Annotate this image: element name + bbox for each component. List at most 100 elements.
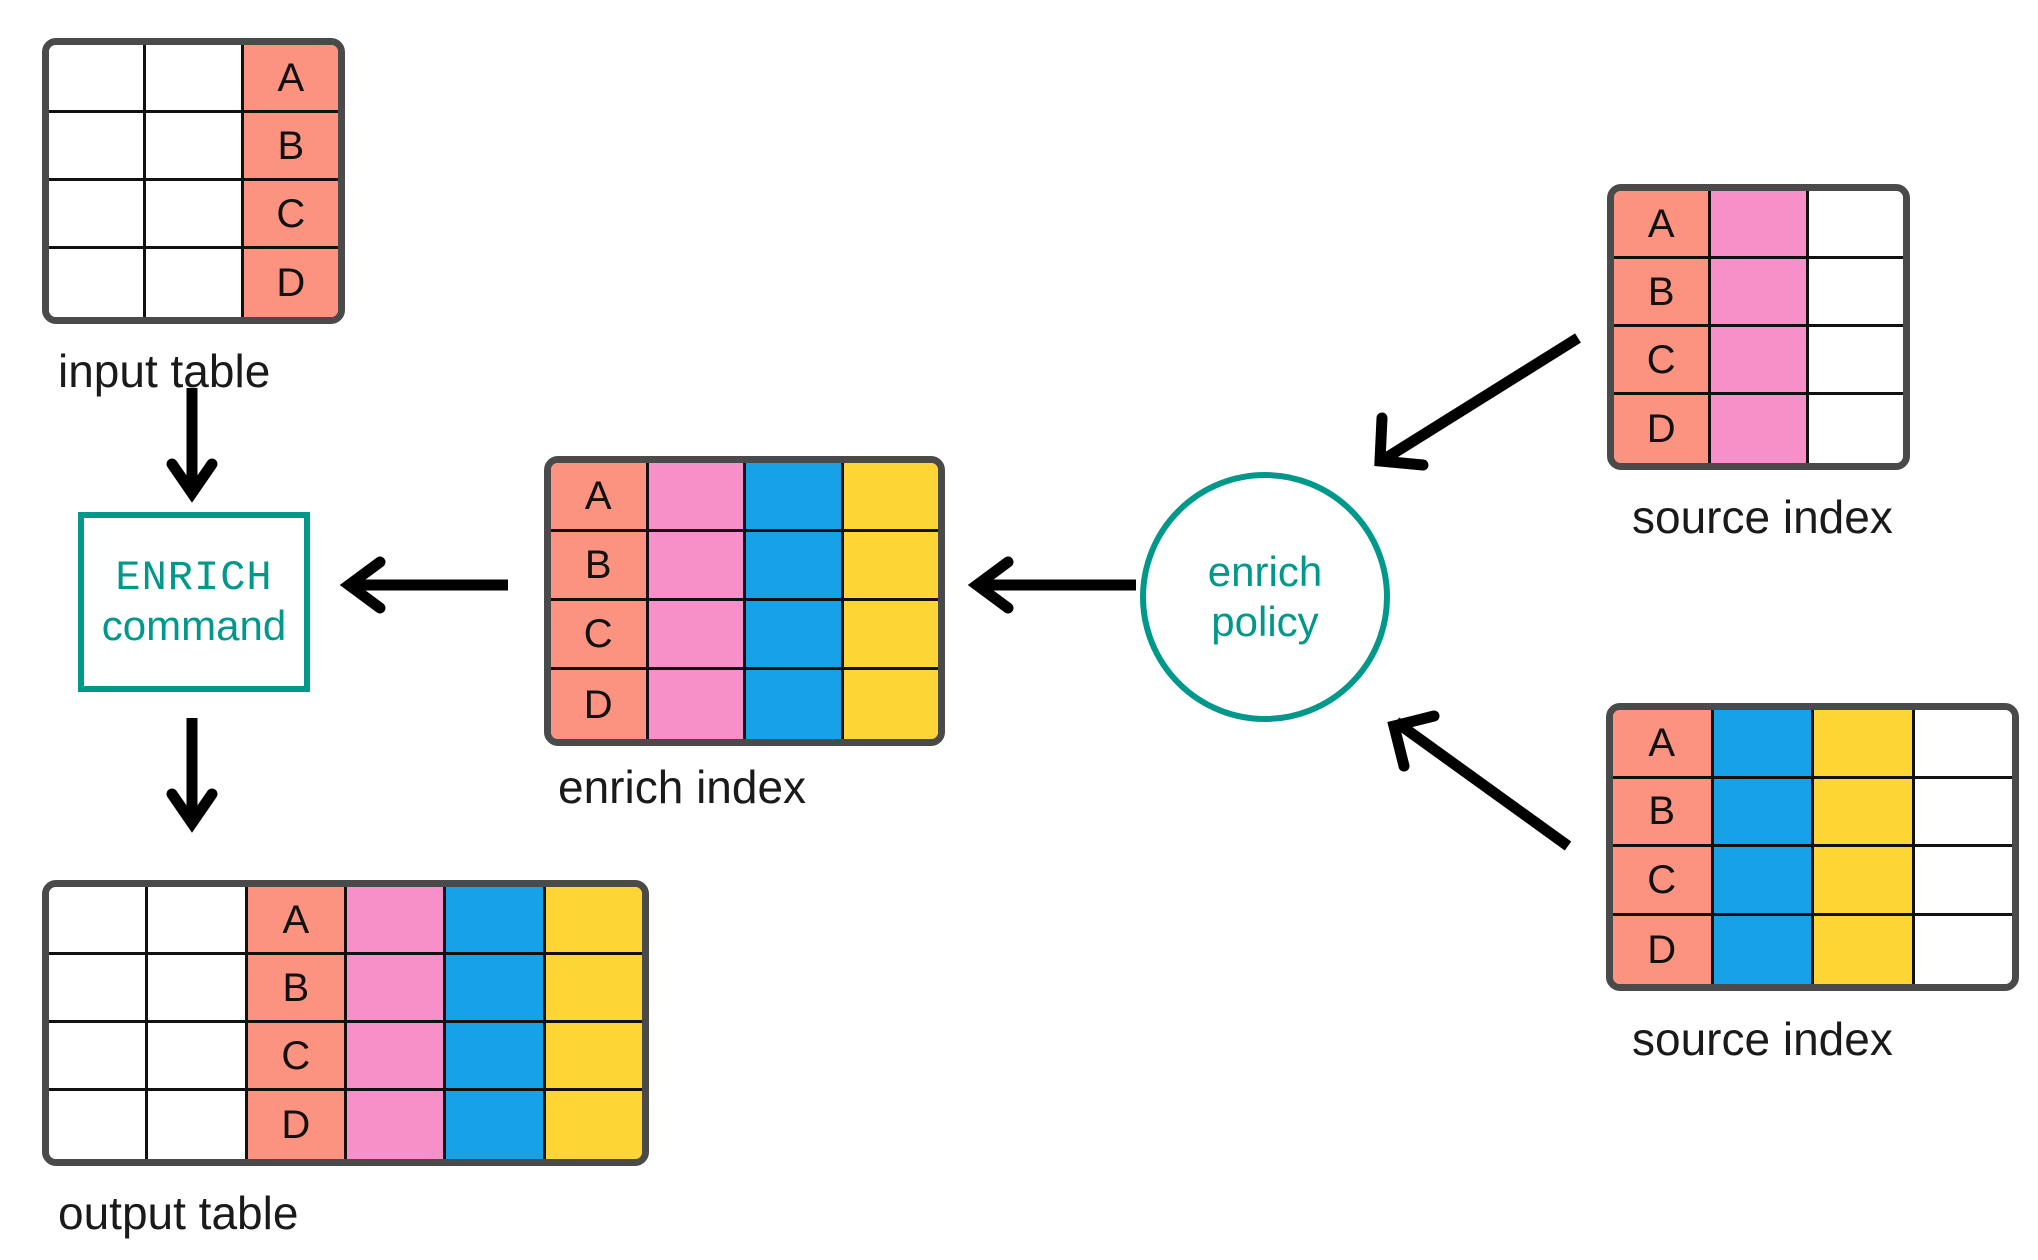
source-index-top-caption: source index xyxy=(1632,491,1893,543)
table-row: D xyxy=(1613,915,2012,984)
table-cell: D xyxy=(1614,395,1712,463)
table-cell: B xyxy=(247,955,347,1023)
table-cell xyxy=(843,670,938,739)
table-row: B xyxy=(1614,259,1903,327)
table-row: B xyxy=(49,955,642,1023)
table-row: A xyxy=(1614,191,1903,259)
table-cell xyxy=(1914,778,2012,847)
table-cell: B xyxy=(1614,259,1712,327)
table-cell xyxy=(1711,259,1809,327)
table-row: A xyxy=(551,463,938,532)
table-cell xyxy=(1808,395,1903,463)
table-cell: C xyxy=(243,181,338,249)
table-cell xyxy=(146,181,244,249)
table-cell xyxy=(746,670,844,739)
enrich-policy-node[interactable]: enrich policy xyxy=(1140,472,1390,722)
arrow-policy-to-enrich-index xyxy=(967,556,1136,614)
table-cell: A xyxy=(247,887,347,955)
enrich-command-box[interactable]: ENRICH command xyxy=(78,512,310,692)
table-cell xyxy=(1814,710,1915,779)
table-cell xyxy=(843,601,938,670)
table-row: C xyxy=(49,1023,642,1091)
table-cell: A xyxy=(1614,191,1712,259)
table-cell: D xyxy=(1613,915,1714,984)
table-row: B xyxy=(1613,778,2012,847)
table-row: D xyxy=(49,1091,642,1159)
table-cell: C xyxy=(1613,847,1714,916)
table-cell xyxy=(545,1091,642,1159)
table-cell xyxy=(49,1023,149,1091)
table-cell xyxy=(1713,710,1814,779)
table-cell xyxy=(1914,847,2012,916)
table-cell xyxy=(346,1091,447,1159)
table-cell xyxy=(446,1091,546,1159)
table-cell xyxy=(49,887,149,955)
table-cell: C xyxy=(551,601,649,670)
table-cell xyxy=(648,532,746,601)
table-cell xyxy=(146,45,244,113)
table-cell: C xyxy=(1614,327,1712,395)
table-cell: A xyxy=(1613,710,1714,779)
table-cell: D xyxy=(247,1091,347,1159)
table-cell xyxy=(346,887,447,955)
table-cell: B xyxy=(243,113,338,181)
table-cell xyxy=(49,955,149,1023)
table-cell xyxy=(1808,327,1903,395)
table-cell xyxy=(49,249,147,317)
table-cell xyxy=(1814,847,1915,916)
table-cell: A xyxy=(551,463,649,532)
table-cell xyxy=(49,113,147,181)
source-index-bottom-caption: source index xyxy=(1632,1013,1893,1065)
table-cell: C xyxy=(247,1023,347,1091)
table-cell xyxy=(1914,710,2012,779)
table-row: C xyxy=(1613,847,2012,916)
table-cell xyxy=(346,1023,447,1091)
table-cell xyxy=(545,955,642,1023)
arrow-source-top-to-policy xyxy=(1374,333,1581,471)
arrow-command-to-output xyxy=(166,718,218,833)
table-cell: D xyxy=(243,249,338,317)
table-row: D xyxy=(1614,395,1903,463)
table-cell xyxy=(446,955,546,1023)
table-cell xyxy=(746,463,844,532)
table-row: B xyxy=(551,532,938,601)
table-cell xyxy=(648,670,746,739)
table-cell xyxy=(446,887,546,955)
table-cell xyxy=(1808,191,1903,259)
table-row: D xyxy=(49,249,338,317)
table-cell xyxy=(843,463,938,532)
table-cell xyxy=(148,1091,248,1159)
enrich-policy-line2: policy xyxy=(1211,598,1319,645)
table-cell xyxy=(146,113,244,181)
table-cell xyxy=(1711,395,1809,463)
table-cell xyxy=(148,955,248,1023)
table-row: C xyxy=(551,601,938,670)
table-cell xyxy=(648,601,746,670)
enrich-policy-line1: enrich xyxy=(1207,548,1323,596)
table-cell xyxy=(1711,191,1809,259)
table-cell xyxy=(746,532,844,601)
table-cell xyxy=(1713,847,1814,916)
arrow-source-bottom-to-policy xyxy=(1387,710,1572,851)
table-cell xyxy=(49,181,147,249)
table-cell xyxy=(446,1023,546,1091)
table-cell xyxy=(746,601,844,670)
table-row: A xyxy=(1613,710,2012,779)
table-cell xyxy=(1814,778,1915,847)
table-cell xyxy=(843,532,938,601)
arrow-enrich-index-to-command xyxy=(339,556,508,614)
table-row: D xyxy=(551,670,938,739)
table-cell: A xyxy=(243,45,338,113)
table-cell xyxy=(1914,915,2012,984)
table-cell xyxy=(545,887,642,955)
table-cell xyxy=(1808,259,1903,327)
table-cell xyxy=(1713,778,1814,847)
enrich-command-line1: ENRICH xyxy=(115,553,273,602)
table-cell xyxy=(545,1023,642,1091)
table-row: A xyxy=(49,887,642,955)
table-cell xyxy=(49,1091,149,1159)
